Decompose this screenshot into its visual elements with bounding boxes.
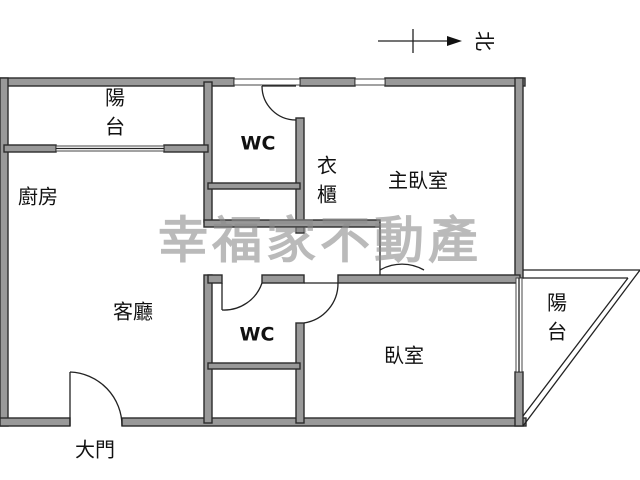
door-swings [69, 85, 425, 427]
windows [55, 78, 523, 373]
bedroom-label: 臥室 [384, 344, 424, 368]
watermark-logo: 幸福家不動產 [158, 212, 482, 270]
balcony-right-label-line1: 陽 [547, 291, 567, 315]
wc-upper-label: WC [241, 133, 276, 155]
balcony-top-label-line2: 台 [105, 115, 125, 139]
master-bedroom-label: 主臥室 [388, 169, 448, 193]
north-arrow [378, 29, 462, 53]
north-arrow-head [447, 36, 462, 46]
balcony-top-label-line1: 陽 [105, 86, 125, 110]
balcony-right-walls [522, 269, 640, 427]
closet-label-line1: 衣 [317, 154, 337, 178]
kitchen-label: 廚房 [18, 185, 58, 209]
living-room-label: 客廳 [113, 300, 153, 324]
interior-walls [3, 81, 521, 424]
north-label: 北 [473, 31, 497, 51]
balcony-right-label-line2: 台 [547, 320, 567, 344]
closet-label-line2: 櫃 [317, 183, 337, 207]
entrance-label: 大門 [75, 438, 115, 462]
wc-lower-label: WC [240, 324, 275, 346]
